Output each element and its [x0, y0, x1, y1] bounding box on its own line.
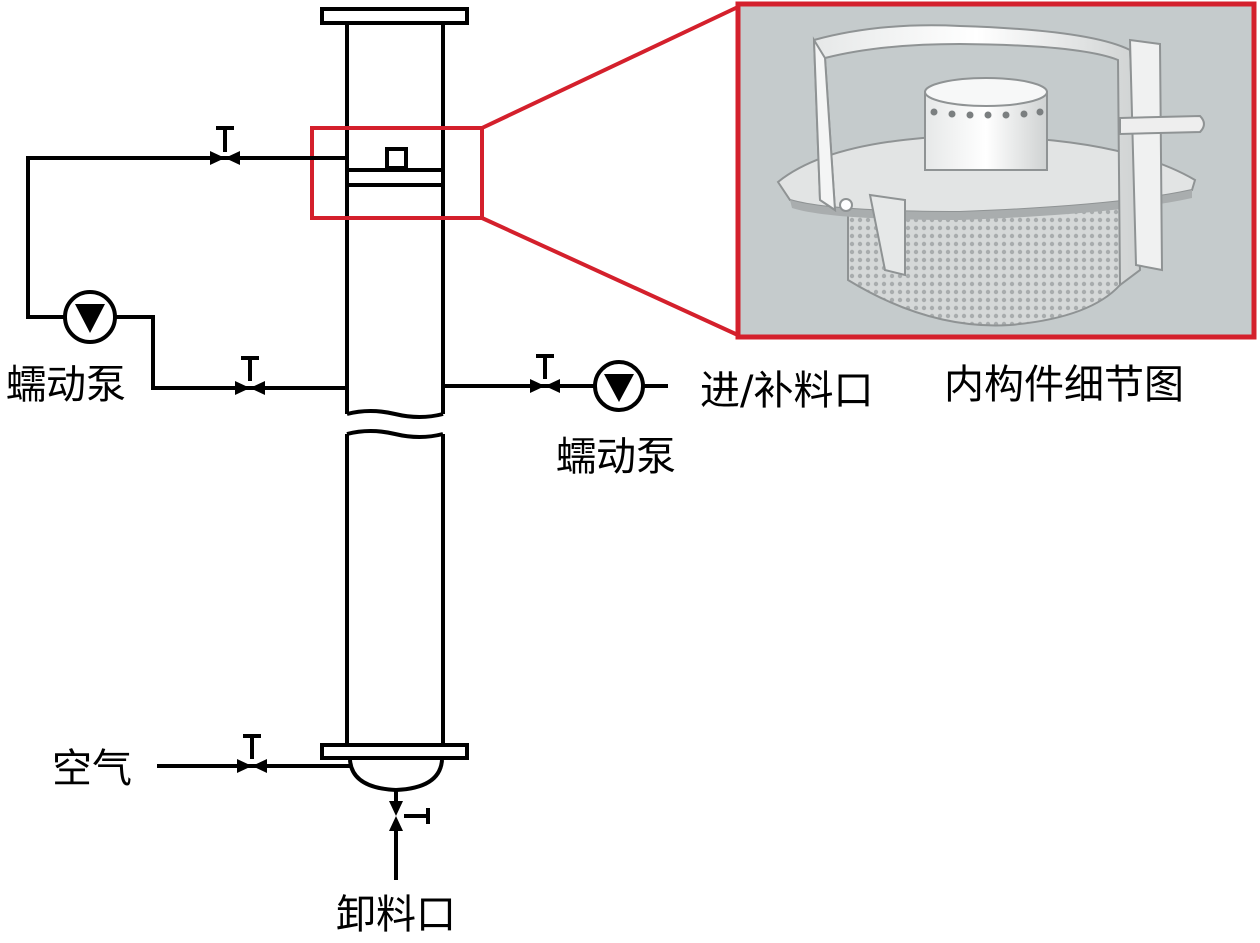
column-break-bottom — [346, 429, 444, 439]
pump-left-icon[interactable] — [63, 290, 117, 344]
valve-air-icon[interactable] — [237, 759, 267, 773]
valve-middle-left-icon[interactable] — [235, 356, 265, 395]
internal-highlight-box — [310, 126, 484, 220]
top-flange — [320, 7, 469, 25]
plate-hole-icon — [839, 198, 853, 212]
mesh-basket — [847, 193, 1121, 327]
shell-wall — [812, 24, 1142, 287]
side-rod — [1119, 114, 1205, 136]
label-detail-title: 内构件细节图 — [944, 362, 1184, 408]
valve-upper-icon[interactable] — [210, 151, 240, 165]
internal-component-cap — [385, 147, 408, 170]
label-feed-inlet: 进/补料口 — [700, 368, 873, 414]
detail-view — [735, 1, 1257, 340]
label-discharge: 卸料口 — [336, 892, 456, 938]
callout-line-bottom — [481, 216, 741, 338]
column-break-top — [346, 409, 444, 419]
label-air: 空气 — [52, 746, 132, 792]
recirculation-loop — [26, 126, 347, 390]
label-pump-right: 蠕动泵 — [556, 434, 676, 480]
callout-line-top — [481, 4, 741, 130]
discharge-line — [394, 790, 430, 880]
valve-discharge-icon[interactable] — [389, 801, 403, 831]
pump-right-icon[interactable] — [593, 360, 645, 412]
label-pump-left: 蠕动泵 — [6, 362, 126, 408]
bottom-head — [348, 759, 444, 793]
bottom-flange — [320, 743, 469, 760]
front-fin-right — [1128, 38, 1164, 272]
valve-feed-icon[interactable] — [530, 379, 560, 393]
tube-holes — [930, 108, 1044, 119]
front-fin-left — [868, 193, 906, 277]
